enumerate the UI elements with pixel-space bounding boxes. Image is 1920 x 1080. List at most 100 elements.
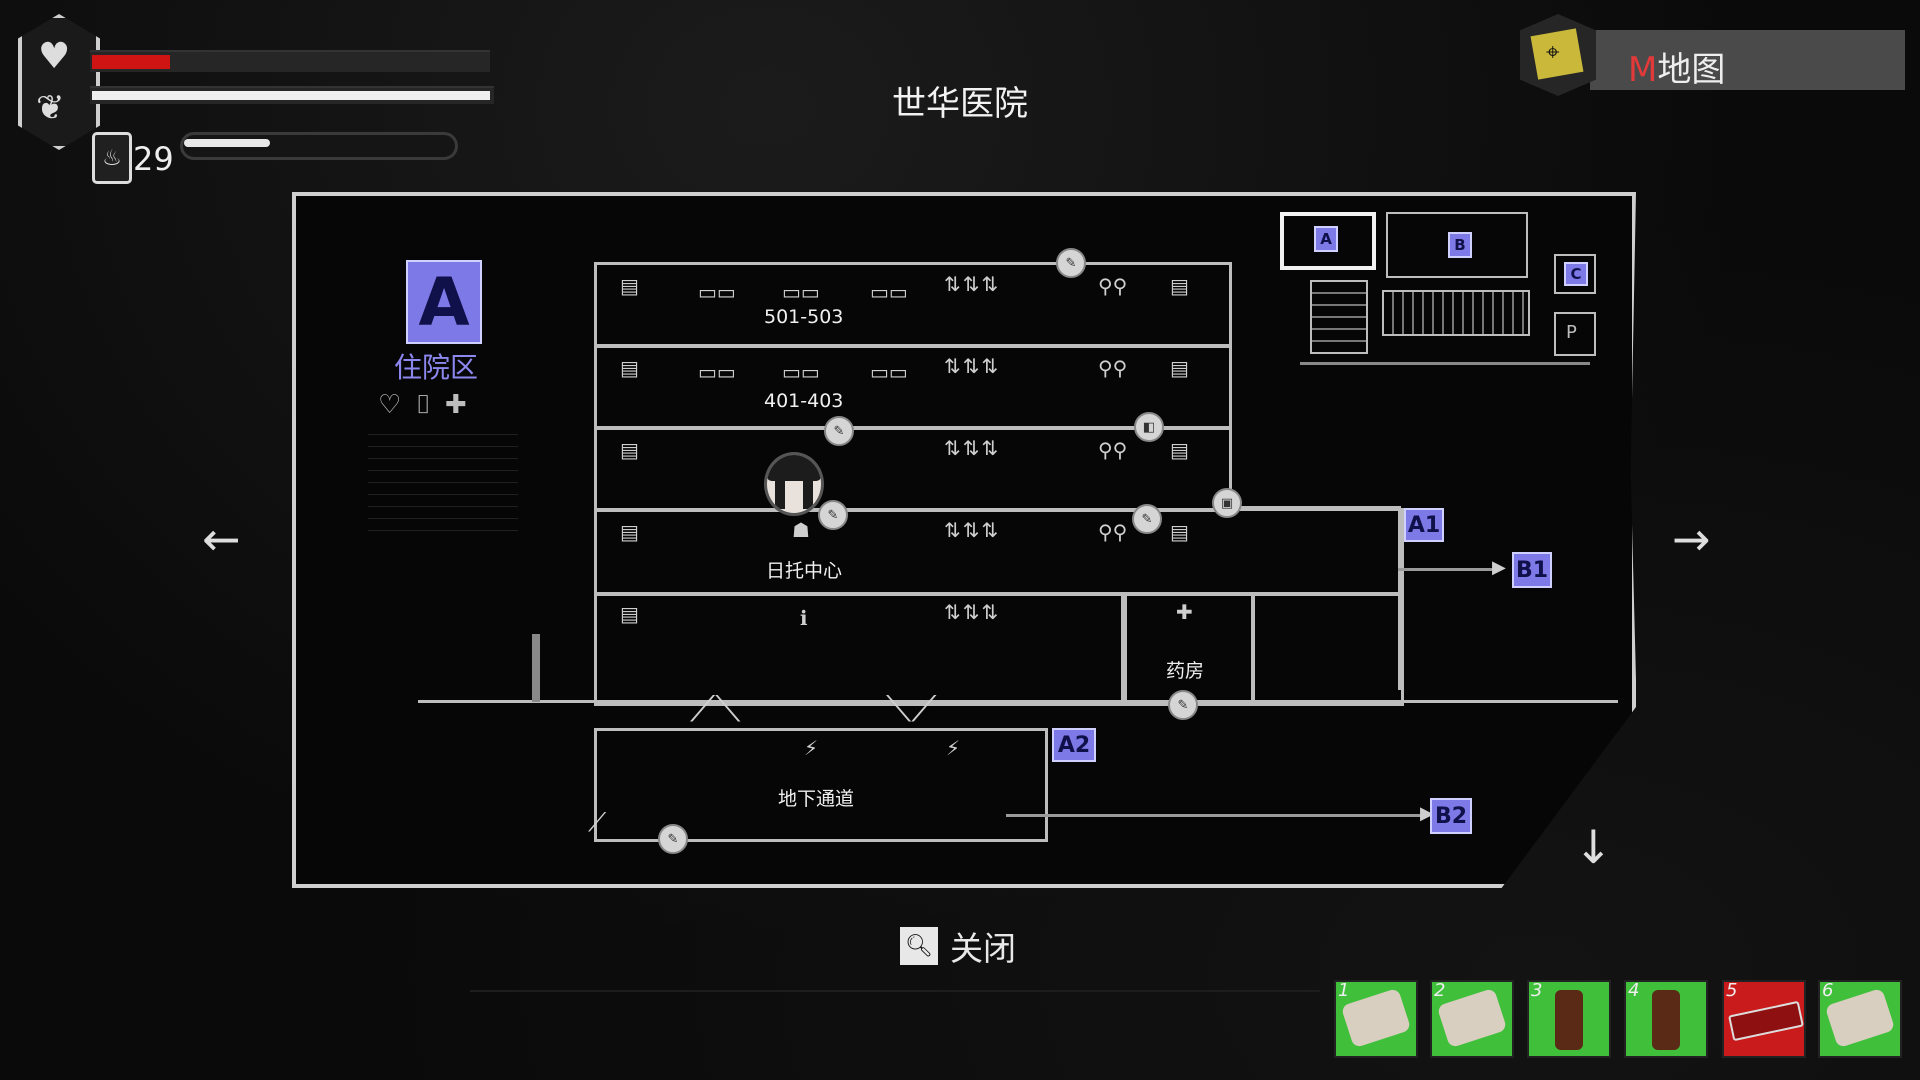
note-marker[interactable]: ✎ [658, 824, 688, 854]
room-label-floor5: 501-503 [764, 306, 844, 328]
floor-3 [594, 426, 1232, 512]
close-button-label: 关闭 [950, 929, 1016, 968]
medicine-bottle-icon [1652, 990, 1680, 1050]
path-to-b2 [1006, 814, 1426, 817]
minimap-parking[interactable]: P [1554, 312, 1596, 356]
bed-icon: ▭▭ [782, 360, 820, 384]
hotbar-slot-5[interactable]: 5 [1722, 980, 1806, 1058]
hotbar-slot-6[interactable]: 6 [1818, 980, 1902, 1058]
toilet-icon: ⚲⚲ [1098, 274, 1128, 298]
minimap-label-p: P [1566, 322, 1577, 343]
fuel-bar [180, 132, 458, 160]
room-label-floor4: 401-403 [764, 390, 844, 412]
bed-icon: ▭▭ [870, 280, 908, 304]
slot-number: 2 [1434, 980, 1446, 1001]
location-title: 世华医院 [892, 84, 1028, 124]
health-bar [90, 50, 490, 72]
next-area-arrow[interactable]: → [1672, 512, 1711, 566]
bed-icon: ▭▭ [782, 280, 820, 304]
save-marker[interactable]: ▣ [1212, 488, 1242, 518]
minimap-label-a: A [1314, 226, 1338, 252]
floor-5 [594, 262, 1232, 348]
lighter-icon: ♨ [92, 132, 132, 184]
bed-icon: ▭▭ [870, 360, 908, 384]
minimap-building-a[interactable]: A [1280, 212, 1376, 270]
pharmacy-icon: ✚ [1176, 600, 1193, 624]
medicine-icon: ✚ [444, 390, 481, 420]
slot-number: 5 [1726, 980, 1738, 1001]
map-icon[interactable]: ⌖ [1520, 14, 1596, 96]
health-bar-fill [92, 55, 170, 69]
underpass-room [594, 728, 1048, 842]
red-item-icon [1728, 1000, 1804, 1042]
lungs-icon: ❦ [36, 88, 65, 128]
minimap-label-b: B [1448, 232, 1472, 258]
note-marker[interactable]: ✎ [824, 416, 854, 446]
previous-area-arrow[interactable]: ← [202, 512, 241, 566]
heart-icon: ♥ [38, 36, 71, 77]
arrow-to-b1: ▶ [1492, 557, 1506, 578]
exit-badge-b2[interactable]: B2 [1430, 798, 1472, 834]
status-emblem: ♥ ❦ [18, 14, 100, 150]
bandage-icon [1436, 987, 1508, 1049]
minimap-building-c[interactable]: C [1554, 254, 1596, 294]
medicine-bottle-icon [1555, 990, 1583, 1050]
daycare-icon: ☗ [792, 518, 810, 542]
toilet-icon: ⚲⚲ [1098, 356, 1128, 380]
stairs-icon: ▤ [620, 356, 639, 380]
stairs-icon: ▤ [1170, 274, 1189, 298]
elevator-icon: ⇅⇅⇅ [944, 272, 1001, 296]
path-to-b1 [1398, 568, 1498, 571]
note-marker[interactable]: ✎ [818, 500, 848, 530]
slot-number: 4 [1628, 980, 1640, 1001]
minimap-road [1300, 362, 1590, 365]
escalator-icon: ⟋⟍ [690, 689, 741, 730]
bandage-icon [1340, 987, 1412, 1049]
zone-badge: A [406, 260, 482, 344]
exit-badge-a1[interactable]: A1 [1404, 508, 1444, 542]
ground-line [418, 700, 1618, 703]
path-line [1226, 506, 1398, 509]
bed-icon: ▭▭ [698, 360, 736, 384]
minimap-structure [1310, 280, 1368, 354]
escalator-icon: ⟍⟋ [886, 689, 937, 730]
zone-icons: ♡⌷✚ [378, 390, 481, 421]
note-marker[interactable]: ✎ [1056, 248, 1086, 278]
fuel-bar-fill [184, 139, 270, 147]
escalator-icon: ⟋ [588, 808, 607, 838]
room-label-daycare: 日托中心 [766, 560, 843, 582]
toilet-icon: ⚲⚲ [1098, 520, 1128, 544]
power-icon: ⚡ [946, 736, 961, 760]
minimap-building-b[interactable]: B [1386, 212, 1528, 278]
stairs-icon: ▤ [620, 520, 639, 544]
slot-number: 1 [1338, 980, 1350, 1001]
door-marker[interactable]: ◧ [1134, 412, 1164, 442]
note-marker[interactable]: ✎ [1168, 690, 1198, 720]
hotbar-slot-1[interactable]: 1 [1334, 980, 1418, 1058]
stairs-icon: ▤ [620, 438, 639, 462]
elevator-icon: ⇅⇅⇅ [944, 518, 1001, 542]
power-icon: ⚡ [804, 736, 819, 760]
down-area-arrow[interactable]: ↓ [1574, 820, 1613, 874]
exit-badge-b1[interactable]: B1 [1512, 552, 1552, 588]
stairs-icon: ▤ [620, 602, 639, 626]
map-button-label[interactable]: M地图 [1628, 42, 1725, 91]
exit-badge-a2[interactable]: A2 [1052, 728, 1096, 762]
hotbar-slot-3[interactable]: 3 [1527, 980, 1611, 1058]
elevator-icon: ⇅⇅⇅ [944, 600, 1001, 624]
bandage-icon [1824, 987, 1896, 1049]
note-marker[interactable]: ✎ [1132, 504, 1162, 534]
stamina-bar [90, 86, 494, 104]
stairs-icon: ▤ [620, 274, 639, 298]
player-avatar [764, 452, 824, 516]
empty-room [1252, 592, 1404, 706]
map-hotkey: M [1628, 50, 1658, 90]
elevator-icon: ⇅⇅⇅ [944, 436, 1001, 460]
map-button[interactable] [1590, 30, 1905, 90]
hotbar-slot-4[interactable]: 4 [1624, 980, 1708, 1058]
hotbar-slot-2[interactable]: 2 [1430, 980, 1514, 1058]
stairs-icon: ▤ [1170, 356, 1189, 380]
close-button[interactable]: 🔍︎ 关闭 [900, 924, 1016, 968]
bed-icon: ⌷ [415, 390, 445, 420]
toilet-icon: ⚲⚲ [1098, 438, 1128, 462]
